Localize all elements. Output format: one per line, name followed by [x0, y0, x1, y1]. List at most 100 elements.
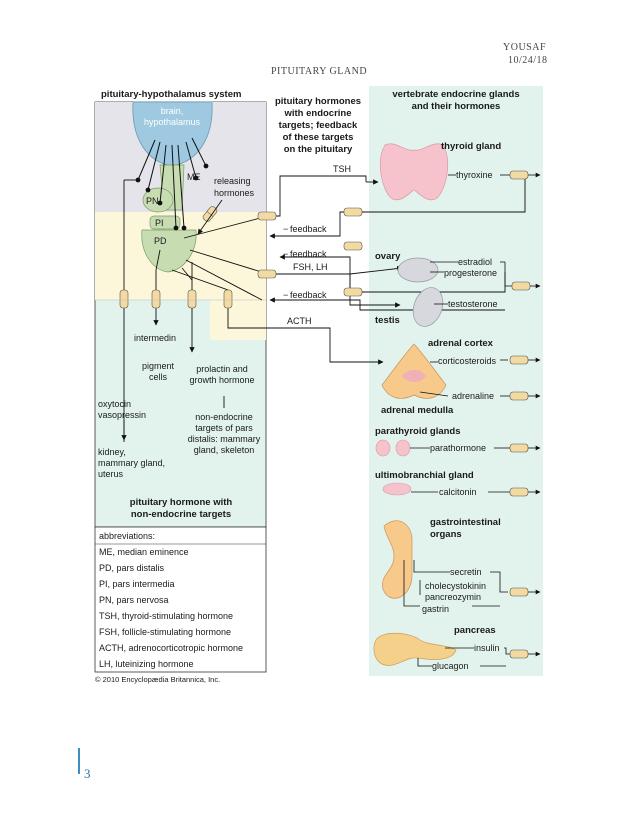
nonendo-label-3: distalis: mammary	[188, 434, 261, 444]
pigment-label-1: pigment	[142, 361, 175, 371]
fiber-terminals	[135, 163, 209, 231]
kidney-label-2: mammary gland,	[98, 458, 165, 468]
pigment-label-2: cells	[149, 372, 168, 382]
middle-title-1: pituitary hormones	[275, 96, 361, 107]
kidney-label-3: uterus	[98, 469, 124, 479]
left-panel-title: pituitary-hypothalamus system	[101, 89, 241, 100]
abbrev-item: TSH, thyroid-stimulating hormone	[99, 611, 233, 621]
feedback-label-1: feedback	[290, 224, 327, 234]
page-number: 3	[84, 766, 91, 781]
acth-label: ACTH	[287, 316, 312, 326]
abbrev-item: FSH, follicle-stimulating hormone	[99, 627, 231, 637]
pancreas-label: pancreas	[454, 625, 496, 636]
me-label: ME	[187, 172, 201, 182]
abbrev-item: ACTH, adrenocorticotropic hormone	[99, 643, 243, 653]
abbrev-item: PD, pars distalis	[99, 563, 165, 573]
neurosecretory-fibers	[137, 137, 207, 229]
fsh-lh-label: FSH, LH	[293, 262, 328, 272]
ultimobranchial-label: ultimobranchial gland	[375, 470, 474, 481]
cck-label-1: cholecystokinin	[425, 581, 486, 591]
testosterone-label: testosterone	[448, 299, 498, 309]
prolactin-label-2: growth hormone	[189, 375, 254, 385]
cck-label-2: pancreozymin	[425, 592, 481, 602]
releasing-label-2: hormones	[214, 188, 255, 198]
stomach-shape	[382, 520, 413, 599]
ovary-shape	[397, 257, 439, 283]
calcitonin-label: calcitonin	[439, 487, 477, 497]
secretin-label: secretin	[450, 567, 482, 577]
prolactin-label-1: prolactin and	[196, 364, 248, 374]
output-capsules	[119, 289, 233, 309]
page-title: PITUITARY GLAND	[271, 66, 368, 77]
pancreas-shape	[373, 632, 457, 666]
feedback-dash-3: −	[283, 290, 288, 300]
kidney-label-1: kidney,	[98, 447, 126, 457]
page-number-bar	[78, 748, 80, 774]
parathormone-label: parathormone	[430, 443, 486, 453]
right-title-2: and their hormones	[412, 101, 501, 112]
header-date: 10/24/18	[508, 55, 548, 66]
corticosteroids-label: corticosteroids	[438, 356, 497, 366]
pars-nervosa	[142, 187, 174, 213]
tsh-label: TSH	[333, 164, 351, 174]
insulin-label: insulin	[474, 643, 500, 653]
pituitary-output-lines	[121, 179, 384, 442]
testis-label: testis	[375, 315, 400, 326]
nonendo-label-1: non-endocrine	[195, 412, 253, 422]
oxytocin-label-2: vasopressin	[98, 410, 146, 420]
gi-label-1: gastrointestinal	[430, 517, 501, 528]
releasing-hormone-capsule	[202, 206, 218, 222]
nonendo-label-2: targets of pars	[195, 423, 253, 433]
pi-label: PI	[155, 218, 164, 228]
copyright: © 2010 Encyclopædia Britannica, Inc.	[95, 675, 220, 684]
feedback-capsules	[257, 207, 363, 297]
parathyroid-label: parathyroid glands	[375, 426, 461, 437]
ultimobranchial-shape	[382, 482, 412, 496]
middle-title-3: targets; feedback	[279, 120, 358, 131]
left-footer-title-1: pituitary hormone with	[130, 497, 233, 508]
middle-title-4: of these targets	[283, 132, 354, 143]
oxytocin-label-1: oxytocin	[98, 399, 131, 409]
progesterone-label: progesterone	[444, 268, 497, 278]
parathyroid-right	[395, 439, 411, 457]
gi-label-2: organs	[430, 529, 462, 540]
releasing-label-1: releasing	[214, 176, 251, 186]
testis-shape	[412, 287, 444, 327]
thyroid-label: thyroid gland	[441, 141, 501, 152]
pars-distalis	[141, 229, 197, 273]
thyroid-gland	[379, 143, 449, 201]
right-title-1: vertebrate endocrine glands	[392, 89, 519, 100]
hormone-connectors	[403, 172, 541, 667]
header-author: YOUSAF	[503, 42, 547, 53]
abbrev-item: PN, pars nervosa	[99, 595, 169, 605]
nonendo-label-4: gland, skeleton	[194, 445, 255, 455]
feedback-label-2: feedback	[290, 249, 327, 259]
middle-title-5: on the pituitary	[284, 144, 353, 155]
adrenaline-label: adrenaline	[452, 391, 494, 401]
abbrev-item: PI, pars intermedia	[99, 579, 175, 589]
glucagon-label: glucagon	[432, 661, 469, 671]
intermedin-label: intermedin	[134, 333, 176, 343]
adrenal-inner	[402, 370, 426, 382]
pd-label: PD	[154, 236, 167, 246]
feedback-label-3: feedback	[290, 290, 327, 300]
pn-label: PN	[146, 196, 159, 206]
gastrin-label: gastrin	[422, 604, 449, 614]
abbrev-item: ME, median eminence	[99, 547, 189, 557]
abbrev-item: LH, luteinizing hormone	[99, 659, 194, 669]
middle-title-2: with endocrine	[283, 108, 351, 119]
abbrev-heading: abbreviations:	[99, 531, 155, 541]
parathyroid-left	[375, 439, 391, 457]
feedback-dash-2: −	[283, 249, 288, 259]
adrenal-cortex-label: adrenal cortex	[428, 338, 494, 349]
releasing-hormone-arrow	[197, 199, 223, 235]
brain-label-1: brain,	[161, 106, 184, 116]
brain-label-2: hypothalamus	[144, 117, 201, 127]
abbreviation-box	[94, 526, 267, 673]
thyroxine-label: thyroxine	[456, 170, 493, 180]
pars-intermedia	[149, 215, 181, 230]
ovary-label: ovary	[375, 251, 401, 262]
left-footer-title-2: non-endocrine targets	[131, 509, 231, 520]
feedback-dash-1: −	[283, 224, 288, 234]
